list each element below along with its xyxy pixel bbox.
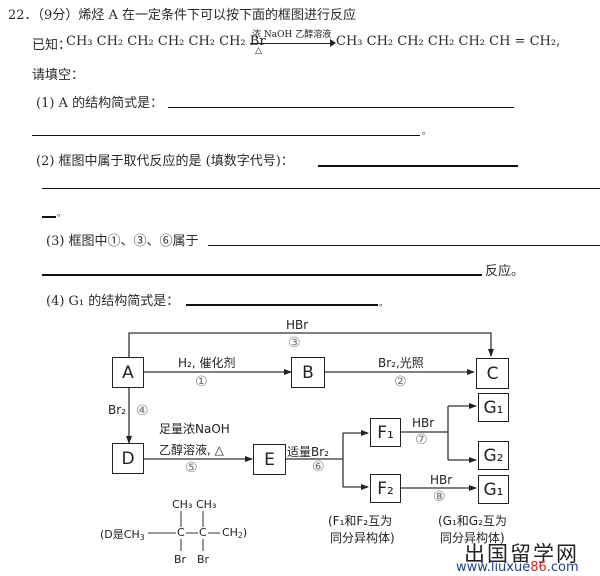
arrow8-number: ⑧ <box>433 489 446 505</box>
question-header: 22．（9分）烯烃 A 在一定条件下可以按下面的框图进行反应 <box>8 8 356 23</box>
arrowhead-icon <box>330 39 336 47</box>
arrow4-number: ④ <box>136 403 149 419</box>
fill-prompt: 请填空： <box>32 68 85 83</box>
part2-answer-line-3[interactable] <box>42 216 56 218</box>
box-f1: F₁ <box>370 418 401 447</box>
arrow5-reagent-line1: 足量浓NaOH <box>159 422 230 436</box>
box-c: C <box>476 358 509 389</box>
watermark-url[interactable]: www.liuxue86.com <box>456 560 579 575</box>
g-isomer-note-line2: 同分异构体) <box>440 531 505 545</box>
d-structure-bonds <box>148 511 220 551</box>
d-top-group-2: CH₃ <box>196 498 217 511</box>
box-f2: F₂ <box>370 474 401 503</box>
known-product: CH₃ CH₂ CH₂ CH₂ CH₂ CH = CH₂, <box>336 34 561 49</box>
d-carbon-1: C <box>177 526 185 539</box>
box-d: D <box>112 443 144 474</box>
known-condition-top: 浓 NaOH 乙醇溶液 <box>252 30 332 40</box>
part1-label: (1) A 的结构简式是： <box>36 96 164 111</box>
arrow6-number: ⑥ <box>312 459 325 475</box>
part1-end: 。 <box>422 127 432 137</box>
arrow5-number: ⑤ <box>185 460 198 476</box>
arrow1-number: ① <box>195 374 208 390</box>
part3-end: 反应。 <box>485 264 525 279</box>
d-bottom-group-1: Br <box>174 553 187 566</box>
d-bottom-group-2: Br <box>197 553 210 566</box>
part3-answer-line-1[interactable] <box>208 245 600 246</box>
known-prefix: 已知： <box>32 38 72 53</box>
arrow6-reagent: 适量Br₂ <box>287 445 329 459</box>
part4-label: (4) G₁ 的结构简式是： <box>46 294 180 309</box>
box-g1-bottom: G₁ <box>478 475 509 504</box>
arrow3-reagent: HBr <box>286 318 309 332</box>
f-isomer-note-line1: (F₁和F₂互为 <box>328 514 393 528</box>
d-top-group-1: CH₃ <box>172 498 193 511</box>
box-e: E <box>253 444 286 475</box>
box-b: B <box>291 357 325 388</box>
arrow2-number: ② <box>394 374 407 390</box>
watermark-title: 出国留学网 <box>464 542 579 566</box>
arrow2-reagent: Br₂,光照 <box>378 356 424 370</box>
g-isomer-note-line1: (G₁和G₂互为 <box>438 514 507 528</box>
arrow1-reagent: H₂, 催化剂 <box>178 356 236 370</box>
d-end-group: CH2) <box>222 526 248 540</box>
known-condition-bottom: △ <box>255 46 262 56</box>
part2-answer-line-1[interactable] <box>318 165 518 167</box>
watermark-url-part3: .com <box>546 560 579 575</box>
part2-end: 。 <box>57 209 67 219</box>
box-g1-top: G₁ <box>478 393 509 422</box>
arrow8-reagent: HBr <box>430 473 453 487</box>
known-reaction-arrow <box>250 43 334 44</box>
box-a: A <box>112 357 144 388</box>
part1-answer-line-1[interactable] <box>168 107 514 108</box>
part4-answer-line[interactable] <box>186 304 378 306</box>
part1-answer-line-2[interactable] <box>32 135 420 136</box>
known-reactant: CH₃ CH₂ CH₂ CH₂ CH₂ CH₂ Br <box>66 34 266 49</box>
f-isomer-note-line2: 同分异构体) <box>330 531 395 545</box>
d-carbon-2: C <box>199 526 207 539</box>
box-g2: G₂ <box>478 441 509 470</box>
part3-answer-line-2[interactable] <box>42 274 482 276</box>
watermark-url-part2: 86 <box>530 560 547 575</box>
arrow7-number: ⑦ <box>415 432 428 448</box>
part2-label: (2) 框图中属于取代反应的是 (填数字代号)： <box>36 154 294 169</box>
arrow7-reagent: HBr <box>412 416 435 430</box>
part4-end: 。 <box>379 299 389 309</box>
arrow3-number: ③ <box>288 335 301 351</box>
watermark-url-part1: www.liuxue <box>456 560 531 575</box>
d-structure-main: (D是CH3 <box>100 528 145 542</box>
arrow5-reagent-line2: 乙醇溶液, △ <box>159 443 224 457</box>
part2-answer-line-2[interactable] <box>42 188 600 189</box>
arrow4-reagent: Br₂ <box>108 403 126 417</box>
part3-label: (3) 框图中①、③、⑥属于 <box>46 234 199 249</box>
